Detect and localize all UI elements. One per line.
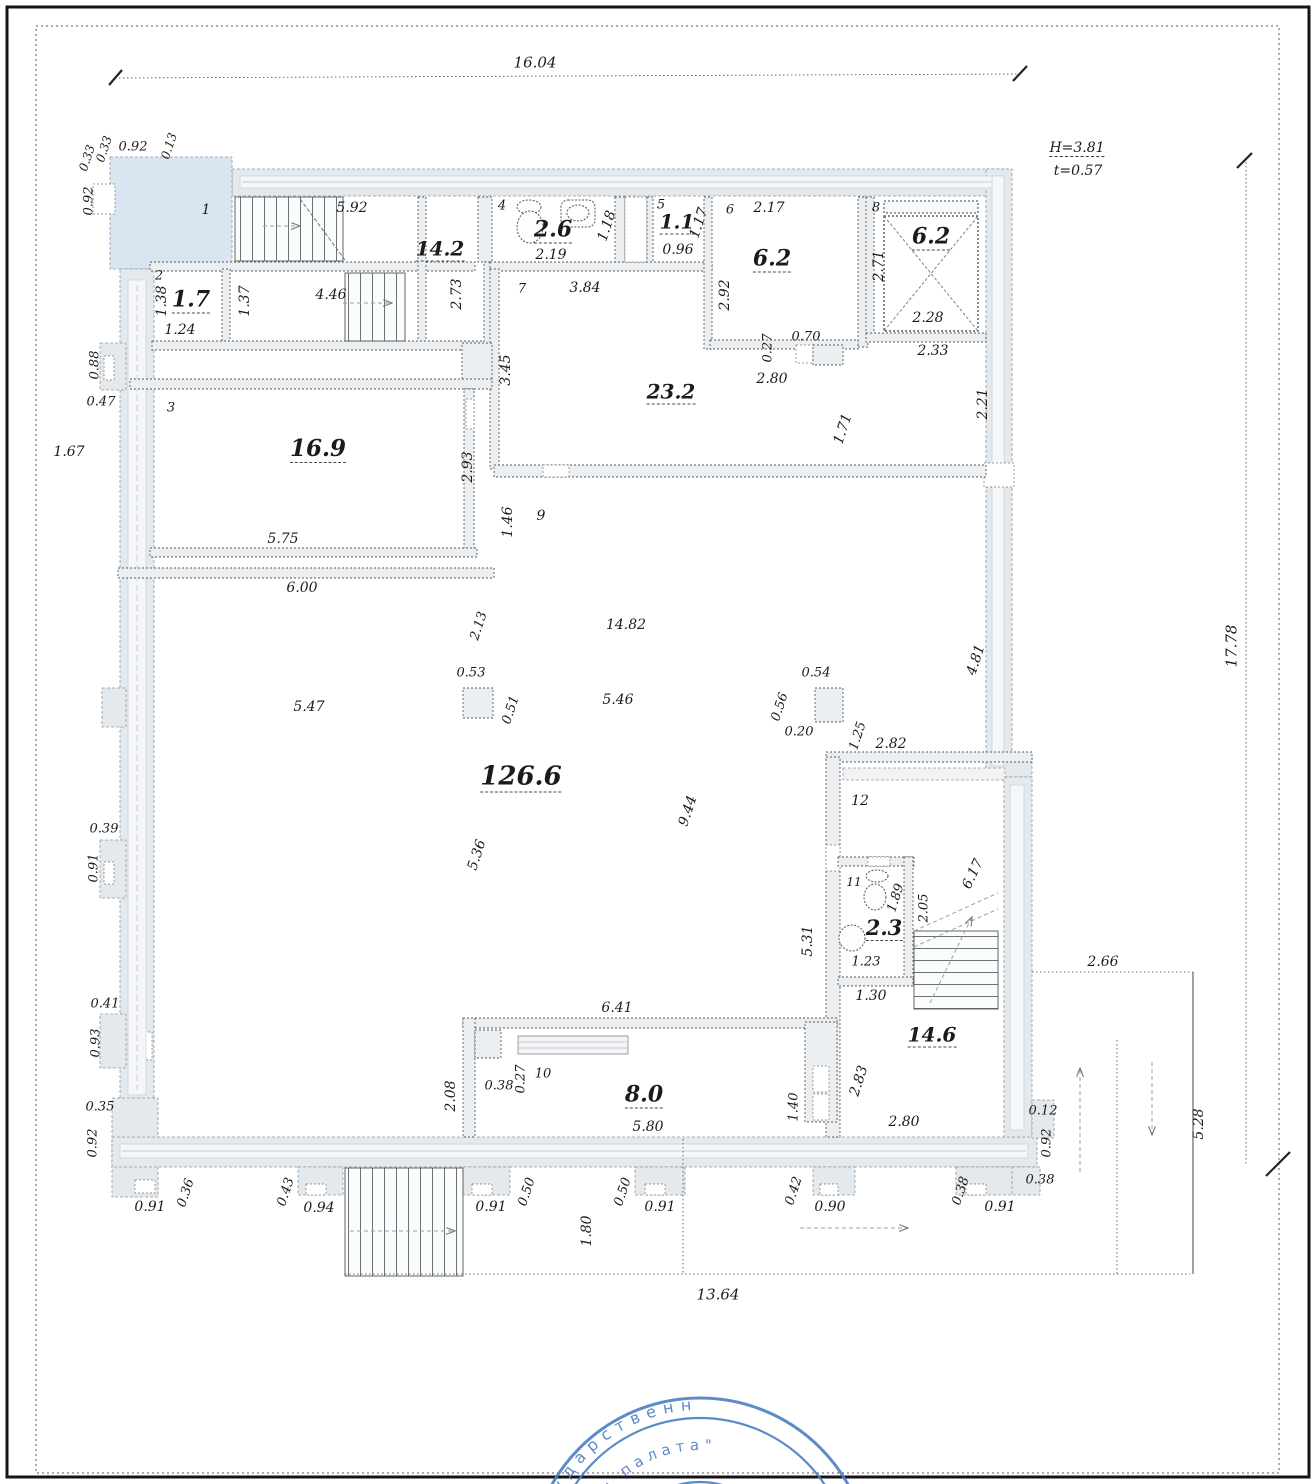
interior-stair [913, 930, 999, 1010]
column [462, 687, 494, 719]
toilet-tank-icon [865, 869, 889, 883]
counter [517, 1035, 629, 1055]
toilet-icon [863, 883, 887, 911]
dimension-lines [108, 65, 1291, 1275]
page-borders [5, 5, 1311, 1479]
counter [842, 767, 1006, 781]
exterior-stair [344, 1167, 464, 1277]
toilet-icon [516, 210, 544, 244]
stairs [234, 196, 999, 1277]
corridor-stair [344, 272, 406, 342]
sink-icon [838, 924, 866, 952]
official-stamp: государственн вая палата" [530, 1395, 850, 1484]
interior-partitions [117, 196, 1033, 1138]
exterior-walls [92, 156, 1055, 1198]
elevator-shaft [883, 200, 979, 332]
wall-pier [814, 687, 844, 723]
stair-direction-arrow [929, 917, 972, 1004]
fixtures [516, 199, 889, 952]
entry-stair [234, 196, 344, 262]
